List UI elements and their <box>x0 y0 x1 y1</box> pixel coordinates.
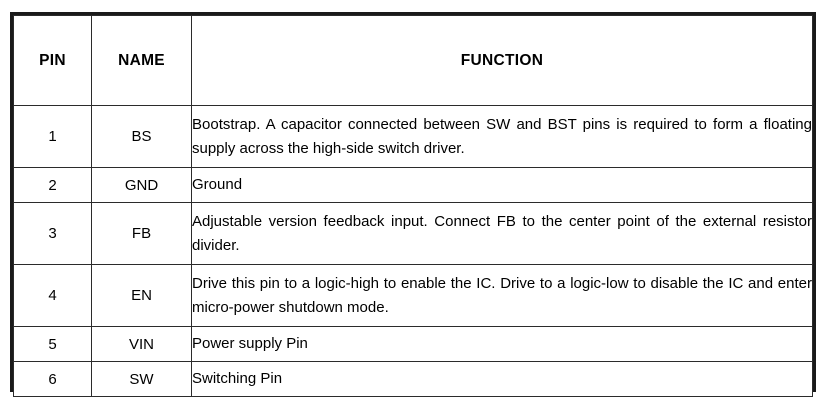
cell-function: Adjustable version feedback input. Conne… <box>191 202 813 265</box>
cell-name: FB <box>91 202 192 265</box>
column-header-pin: PIN <box>13 15 92 106</box>
table-body: 1 BS Bootstrap. A capacitor connected be… <box>13 105 813 397</box>
cell-pin: 2 <box>13 167 92 203</box>
cell-pin: 4 <box>13 264 92 327</box>
cell-pin: 6 <box>13 361 92 397</box>
cell-function: Switching Pin <box>191 361 813 397</box>
cell-name: SW <box>91 361 192 397</box>
pin-description-table-container: PIN NAME FUNCTION 1 BS Bootstrap. A capa… <box>10 12 816 397</box>
cell-name: VIN <box>91 326 192 362</box>
cell-name: EN <box>91 264 192 327</box>
cell-name: GND <box>91 167 192 203</box>
table-row: 4 EN Drive this pin to a logic-high to e… <box>13 264 813 327</box>
table-header-row: PIN NAME FUNCTION <box>13 15 813 106</box>
cell-name: BS <box>91 105 192 168</box>
cell-pin: 3 <box>13 202 92 265</box>
table-row: 6 SW Switching Pin <box>13 361 813 397</box>
table-row: 2 GND Ground <box>13 167 813 203</box>
cell-function: Ground <box>191 167 813 203</box>
table-header: PIN NAME FUNCTION <box>13 15 813 106</box>
cell-pin: 1 <box>13 105 92 168</box>
table-row: 5 VIN Power supply Pin <box>13 326 813 362</box>
column-header-function: FUNCTION <box>191 15 813 106</box>
table-row: 1 BS Bootstrap. A capacitor connected be… <box>13 105 813 168</box>
cell-function: Drive this pin to a logic-high to enable… <box>191 264 813 327</box>
cell-function: Bootstrap. A capacitor connected between… <box>191 105 813 168</box>
cell-pin: 5 <box>13 326 92 362</box>
column-header-name: NAME <box>91 15 192 106</box>
table-row: 3 FB Adjustable version feedback input. … <box>13 202 813 265</box>
cell-function: Power supply Pin <box>191 326 813 362</box>
pin-description-table: PIN NAME FUNCTION 1 BS Bootstrap. A capa… <box>13 15 813 397</box>
